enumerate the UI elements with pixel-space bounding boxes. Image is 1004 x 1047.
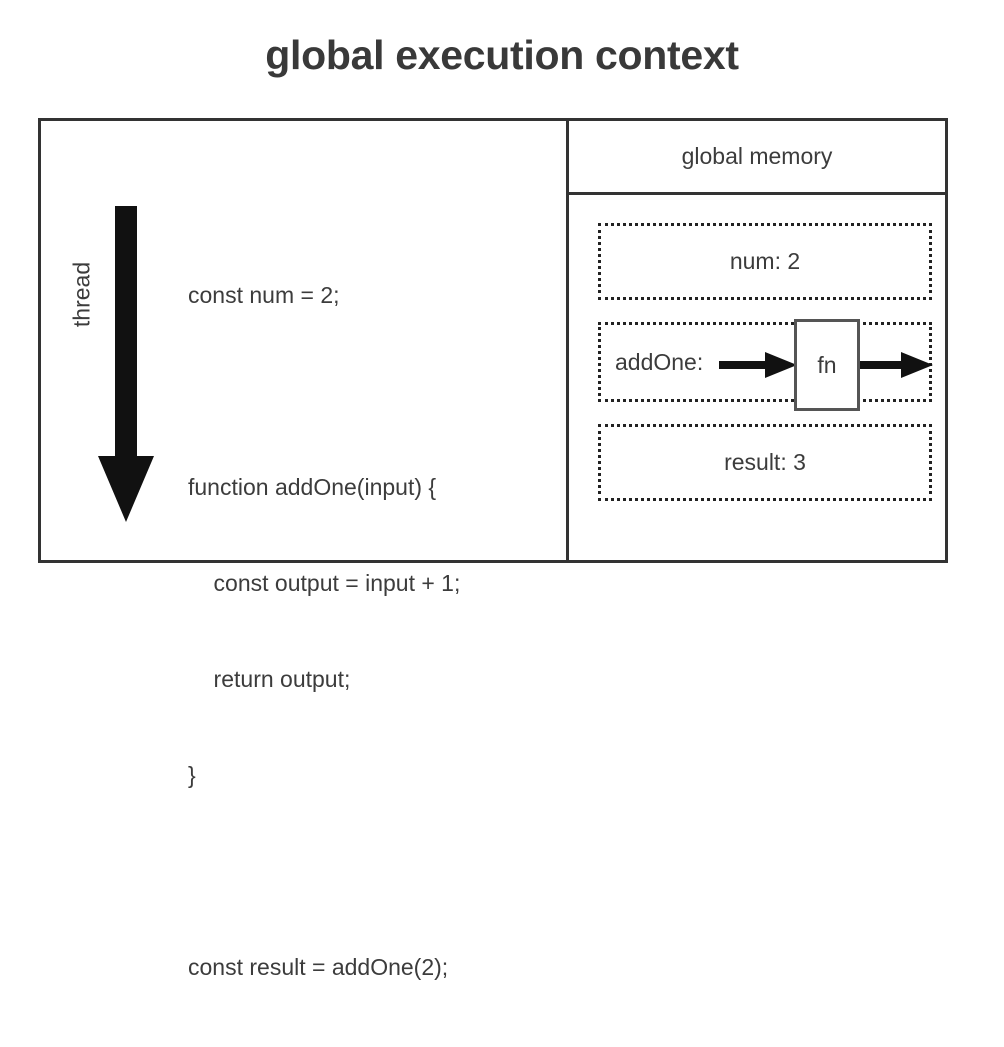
thread-label: thread xyxy=(68,261,95,328)
page-title: global execution context xyxy=(265,32,739,78)
memory-slot-num: num: 2 xyxy=(598,223,932,300)
memory-slot-result: result: 3 xyxy=(598,424,932,501)
code-block: const num = 2; function addOne(input) { … xyxy=(188,215,460,1047)
code-line xyxy=(188,375,460,407)
code-line: } xyxy=(188,762,196,788)
code-line: const result = addOne(2); xyxy=(188,954,449,980)
thread-panel: thread const num = 2; function addOne(in… xyxy=(41,121,566,980)
down-arrow-icon xyxy=(98,206,154,522)
right-arrow-icon xyxy=(719,352,797,378)
fn-box: fn xyxy=(794,319,860,411)
code-line: const output = input + 1; xyxy=(188,570,461,596)
code-line xyxy=(188,855,460,887)
memory-slot-label: addOne: xyxy=(615,348,704,375)
code-line: function addOne(input) { xyxy=(188,474,437,500)
global-memory-header: global memory xyxy=(569,121,945,195)
fn-box-label: fn xyxy=(817,351,837,378)
memory-slot-label: result: 3 xyxy=(724,449,806,475)
code-line: const num = 2; xyxy=(188,282,340,308)
memory-slot-label: num: 2 xyxy=(729,248,801,274)
right-arrow-icon xyxy=(855,352,933,378)
memory-slot-addone: addOne: fn xyxy=(598,319,933,411)
global-memory-header-label: global memory xyxy=(681,143,833,169)
global-memory-body: num: 2 addOne: fn result: 3 xyxy=(569,195,945,563)
global-memory-panel: global memory num: 2 addOne: fn xyxy=(566,121,945,560)
diagram-frame: thread const num = 2; function addOne(in… xyxy=(38,118,948,980)
code-line: return output; xyxy=(188,666,351,692)
